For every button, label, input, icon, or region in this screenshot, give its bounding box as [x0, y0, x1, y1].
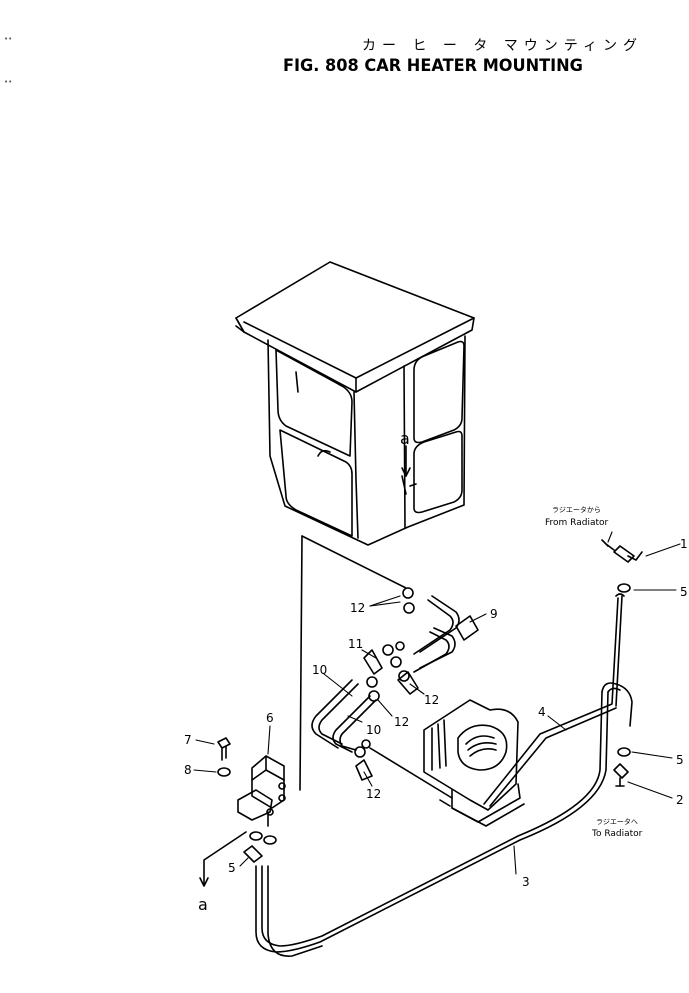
callout-8: 8 — [184, 763, 192, 777]
pipe-3 — [255, 682, 633, 957]
hose-10 — [311, 679, 377, 753]
clamps-5-right — [617, 583, 631, 757]
from-radiator-jp: ラジエータから — [552, 505, 601, 514]
leader-line-cab-nuts — [301, 535, 407, 589]
fitting-2 — [613, 763, 629, 787]
callout-3: 3 — [522, 875, 530, 889]
callout-7: 7 — [184, 733, 192, 747]
view-arrow-lower — [199, 831, 247, 887]
operator-cab — [235, 261, 475, 546]
pipe-4 — [483, 593, 625, 807]
callout-12-lower: 12 — [394, 715, 409, 729]
callout-9: 9 — [490, 607, 498, 621]
callout-4: 4 — [538, 705, 546, 719]
callout-12-bottom: 12 — [366, 787, 381, 801]
leader-line-cab — [299, 535, 303, 791]
to-radiator-jp: ラジエータへ — [596, 817, 638, 826]
clamp-5-bracket — [243, 831, 277, 863]
to-radiator-en: To Radiator — [591, 829, 643, 839]
title-english: FIG. 808 CAR HEATER MOUNTING — [283, 56, 583, 76]
bracket-6 — [237, 755, 286, 827]
callout-6: 6 — [266, 711, 274, 725]
callout-10-top: 10 — [312, 663, 327, 677]
callout-12-mid: 12 — [424, 693, 439, 707]
hose-9 — [413, 595, 460, 673]
callout-5-top: 5 — [680, 585, 688, 599]
heater-unit — [423, 699, 525, 827]
washer-8 — [217, 767, 231, 777]
callout-leaders — [193, 531, 681, 875]
callout-10-bottom: 10 — [366, 723, 381, 737]
fitting-1 — [601, 539, 643, 563]
bolt-7 — [217, 737, 231, 761]
callout-5-left: 5 — [228, 861, 236, 875]
view-label-a-cab: a — [400, 429, 410, 448]
callout-12-top: 12 — [350, 601, 365, 615]
title-japanese: カー ヒ ー タ マウンティング — [362, 38, 643, 54]
callout-11: 11 — [348, 637, 363, 651]
from-radiator-en: From Radiator — [545, 518, 608, 528]
callout-5-right: 5 — [676, 753, 684, 767]
scan-marks: •••• — [4, 35, 13, 86]
hose-clamps — [354, 587, 479, 781]
view-arrow-cab — [401, 445, 411, 477]
callout-1: 1 — [680, 537, 688, 551]
callout-2: 2 — [676, 793, 684, 807]
leader-heater-clamp — [369, 747, 453, 799]
view-label-a-lower: a — [198, 895, 208, 914]
